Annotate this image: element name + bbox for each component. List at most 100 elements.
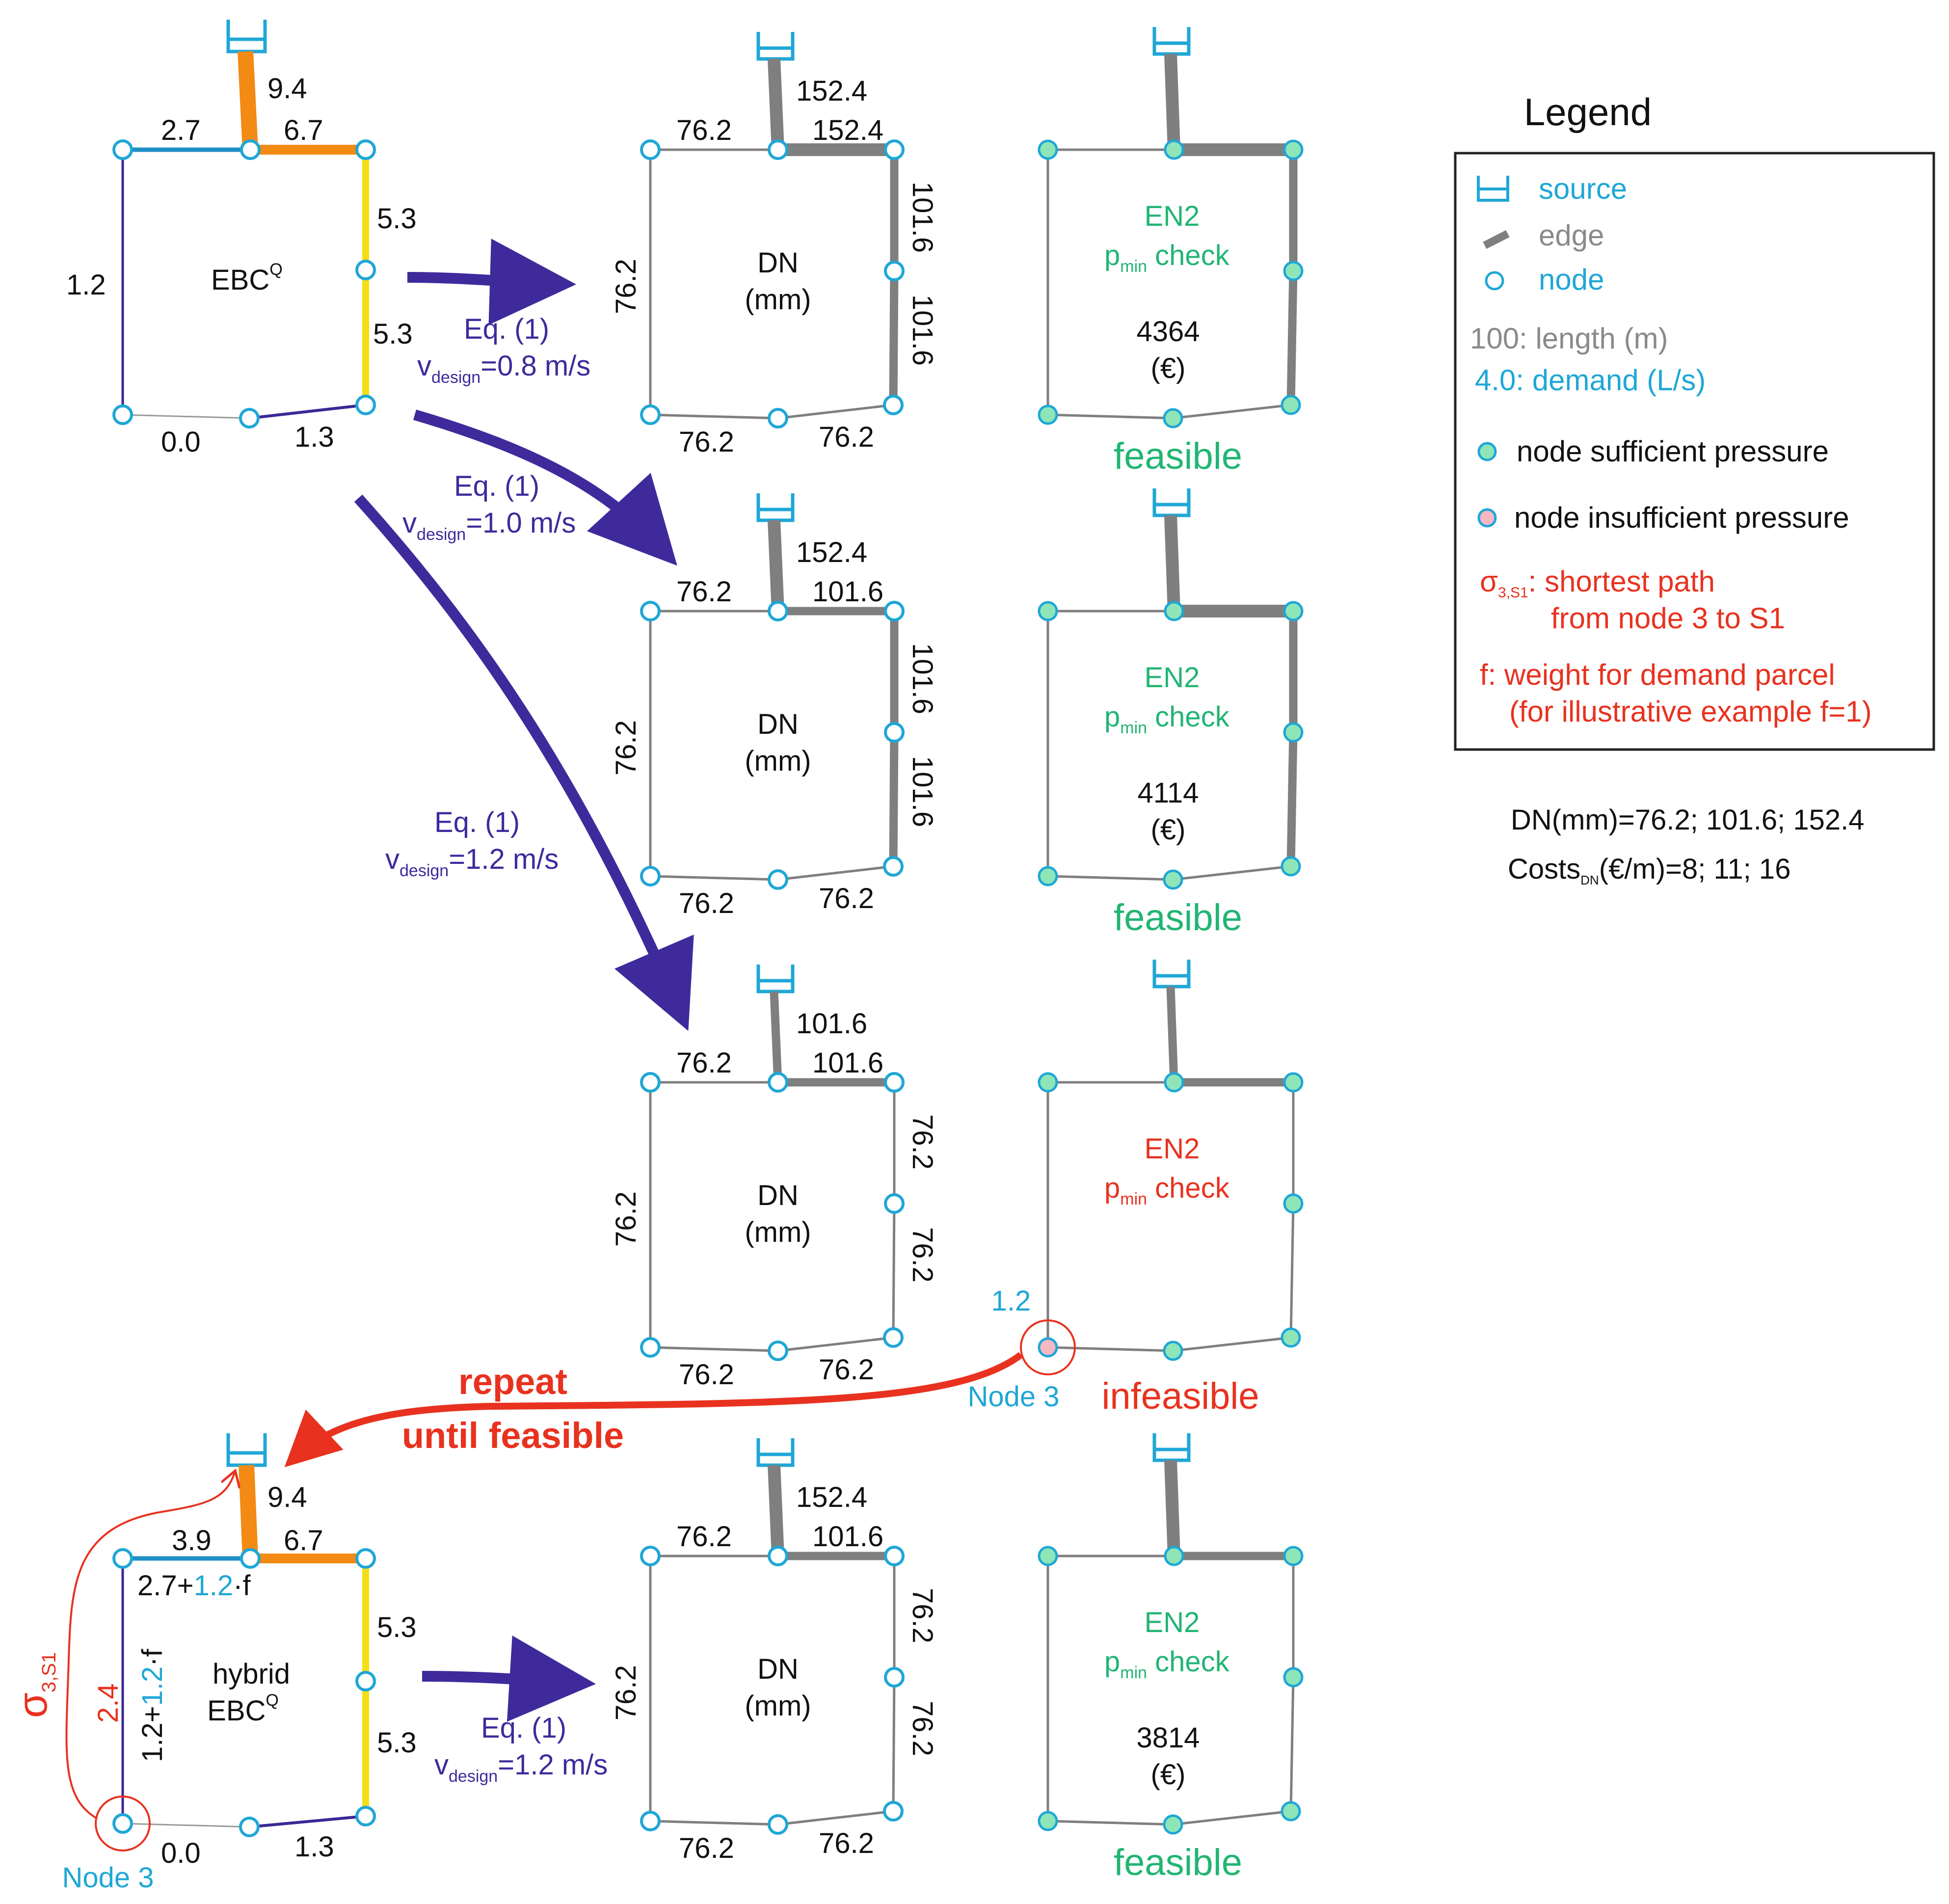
en2-title: EN2	[1145, 200, 1200, 232]
source-icon	[1152, 960, 1191, 989]
node	[640, 139, 661, 160]
arrow-3-eq: Eq. (1)	[434, 806, 520, 838]
source-icon	[1152, 1433, 1191, 1462]
arrow-3-v: vdesign=1.2 m/s	[385, 843, 559, 880]
node	[640, 1337, 661, 1358]
legend-sigma-2: from node 3 to S1	[1551, 602, 1785, 635]
panel-title: EBCQ	[211, 260, 283, 296]
label-top-right: 101.6	[812, 576, 883, 608]
label-top-right: 6.7	[284, 114, 323, 146]
edge-source	[768, 58, 784, 150]
node-sufficient	[1038, 404, 1058, 425]
pmin-check: pmin check	[1104, 240, 1230, 276]
arrow-2: Eq. (1) vdesign=1.0 m/s	[402, 409, 677, 566]
arrow-4-v: vdesign=1.2 m/s	[434, 1749, 608, 1786]
node-sufficient	[1163, 869, 1183, 890]
panel-title-line1: hybrid	[213, 1658, 290, 1690]
source-icon	[756, 493, 795, 522]
node	[884, 1193, 905, 1214]
label-right-bottom: 76.2	[907, 1227, 938, 1283]
demand-label: 1.2	[991, 1285, 1031, 1317]
edge-right-bottom	[1289, 1677, 1295, 1812]
node-sufficient	[1281, 856, 1301, 877]
label-top-right: 6.7	[284, 1525, 323, 1556]
edge-source	[1164, 54, 1180, 150]
repeat-line2: until feasible	[402, 1415, 624, 1456]
label-top-right: 101.6	[812, 1047, 883, 1079]
node-sufficient	[1038, 601, 1058, 621]
panel-title-line1: DN	[757, 708, 799, 740]
edge-bottom-right	[249, 403, 366, 420]
panel-title-line1: DN	[757, 247, 799, 279]
node	[884, 1546, 905, 1566]
edge-right-bottom	[1286, 732, 1298, 867]
label-source: 9.4	[267, 1481, 307, 1513]
nodes	[1038, 601, 1304, 890]
node-3-label: Node 3	[62, 1862, 154, 1894]
label-left-path: 2.4	[92, 1683, 124, 1723]
label-top-left: 76.2	[676, 576, 732, 608]
label-source: 9.4	[267, 73, 307, 105]
legend-title: Legend	[1524, 90, 1652, 134]
node-bad-icon	[1477, 508, 1497, 528]
edge-bottom-right	[1173, 865, 1291, 881]
label-source: 101.6	[796, 1008, 867, 1040]
node	[112, 1548, 133, 1569]
panel-title-line2: (mm)	[745, 284, 811, 316]
source-icon	[226, 20, 267, 54]
node	[884, 1667, 905, 1688]
node-sufficient	[1163, 408, 1183, 429]
legend-sigma: σ3,S1: shortest path	[1480, 565, 1715, 601]
repeat-arrow: repeat until feasible	[284, 1352, 1023, 1468]
node	[768, 139, 788, 160]
panel-title-line2: (mm)	[745, 745, 811, 777]
node-sufficient	[1281, 1327, 1301, 1348]
nodes	[1038, 139, 1304, 429]
node	[884, 261, 905, 281]
node	[768, 869, 788, 890]
shortest-path-arrow	[65, 1473, 235, 1820]
node	[768, 1072, 788, 1093]
nodes	[640, 1072, 905, 1361]
label-right-bottom: 101.6	[907, 295, 938, 366]
source-icon	[756, 32, 795, 61]
nodes	[640, 601, 905, 890]
label-right-bottom: 5.3	[377, 1727, 417, 1759]
node	[883, 1327, 904, 1348]
label-left: 76.2	[610, 720, 642, 776]
node	[640, 404, 661, 425]
nodes	[1038, 1072, 1304, 1361]
label-left-formula: 1.2+1.2·f	[136, 1649, 168, 1762]
node-sufficient	[1283, 1546, 1304, 1566]
en2-title: EN2	[1145, 1607, 1200, 1638]
node-sufficient	[1283, 1193, 1304, 1214]
node	[240, 139, 261, 160]
node-sufficient	[1281, 395, 1301, 415]
arrow-4: Eq. (1) vdesign=1.2 m/s	[422, 1636, 608, 1786]
label-right-top: 101.6	[907, 182, 938, 253]
node	[112, 1813, 133, 1834]
cost-unit: (€)	[1151, 1759, 1186, 1791]
edge-bottom-right	[1173, 1810, 1291, 1826]
node	[640, 1811, 661, 1831]
pmin-check: pmin check	[1104, 1172, 1230, 1208]
pmin-check: pmin check	[1104, 1646, 1230, 1682]
label-source: 152.4	[796, 536, 867, 568]
arrow-2-v: vdesign=1.0 m/s	[402, 507, 576, 544]
cost-unit: (€)	[1151, 352, 1186, 384]
edge-source	[770, 991, 782, 1083]
node	[355, 1548, 376, 1569]
edge-bottom-left	[1047, 1820, 1174, 1826]
node	[884, 139, 905, 160]
label-right-top: 76.2	[907, 1114, 938, 1170]
arrow-1-v: vdesign=0.8 m/s	[417, 350, 590, 387]
label-top-left: 3.9	[172, 1525, 212, 1556]
nodes	[640, 1546, 905, 1835]
pmin-check: pmin check	[1104, 701, 1230, 737]
label-left: 1.2	[66, 269, 106, 301]
label-top-formula: 2.7+1.2·f	[137, 1570, 251, 1602]
edge-bottom-left	[650, 1820, 778, 1826]
